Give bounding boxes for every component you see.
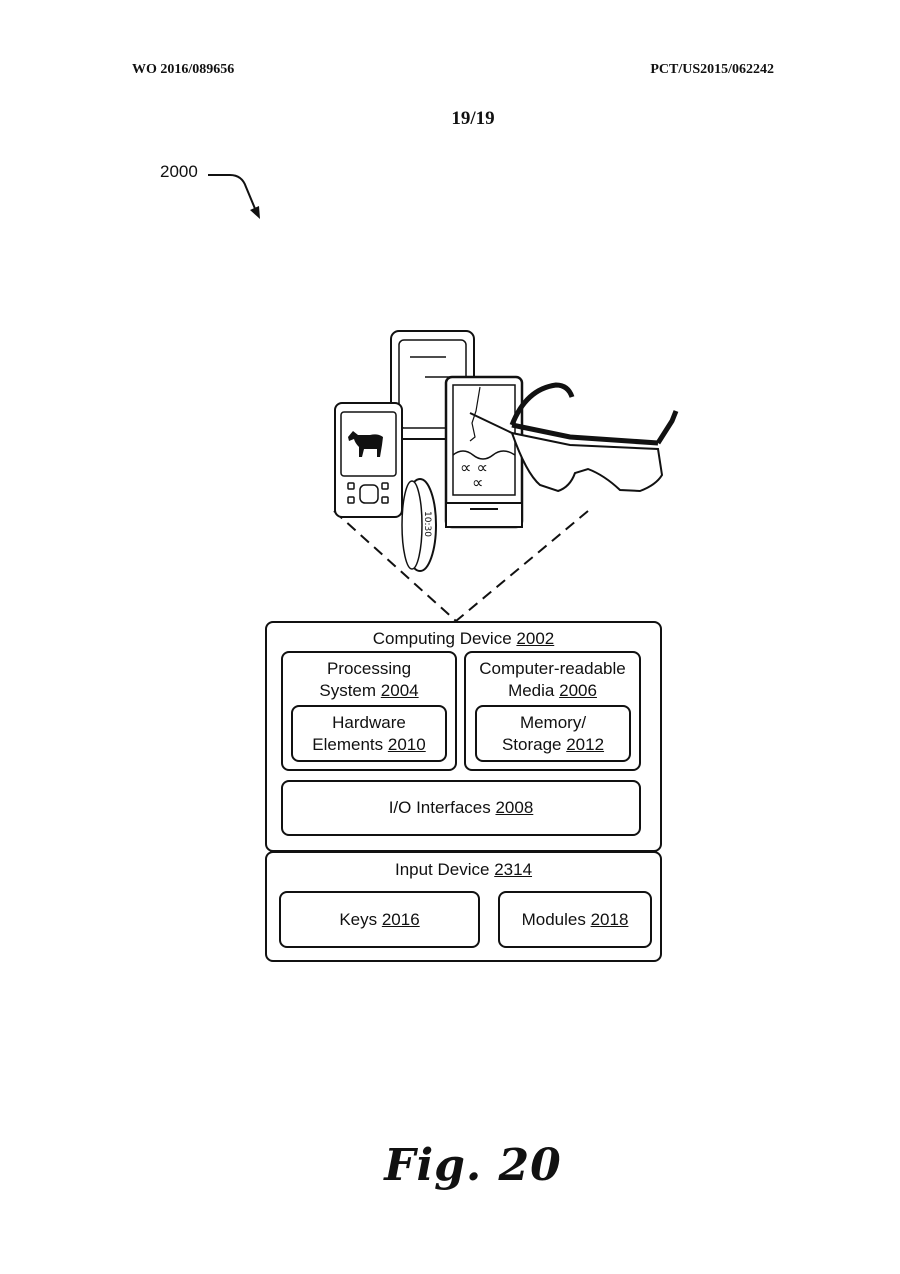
phone-icon — [334, 402, 403, 518]
modules-box: Modules 2018 — [498, 891, 652, 948]
memory-storage-line1: Memory/ — [519, 713, 587, 732]
keys-box: Keys 2016 — [279, 891, 480, 948]
processing-system-line1: Processing — [326, 659, 412, 678]
hardware-elements-line2: Elements 2010 — [312, 735, 426, 754]
hardware-elements-line1: Hardware — [332, 713, 406, 732]
smart-glasses-icon — [469, 382, 679, 493]
svg-text:∝: ∝ — [472, 473, 483, 492]
application-number: PCT/US2015/062242 — [650, 62, 774, 77]
svg-text:∝ ∝: ∝ ∝ — [460, 458, 488, 477]
reference-arrow-icon — [208, 174, 260, 219]
smartphone-icon: ∝ ∝ ∝ — [444, 375, 524, 529]
band-time-text: 10:30 — [422, 511, 432, 537]
modules-label: Modules 2018 — [521, 909, 629, 929]
input-device-title: Input Device 2314 — [394, 860, 533, 879]
memory-storage-box: Memory/ Storage 2012 — [475, 705, 631, 762]
io-interfaces-box: I/O Interfaces 2008 — [281, 780, 641, 836]
io-interfaces-label: I/O Interfaces 2008 — [388, 798, 534, 817]
crm-line1: Computer-readable — [479, 659, 626, 678]
computing-device-title: Computing Device 2002 — [372, 629, 555, 648]
page-number: 19/19 — [451, 108, 495, 129]
devices-illustration: ∝ ∝ ∝ 10:30 — [333, 330, 679, 622]
hardware-elements-box: Hardware Elements 2010 — [291, 705, 447, 762]
processing-system-line2: System 2004 — [319, 681, 419, 700]
figure-reference-label: 2000 — [160, 162, 198, 181]
wearable-band-icon: 10:30 — [401, 478, 437, 572]
publication-number: WO 2016/089656 — [132, 62, 235, 77]
keys-label: Keys 2016 — [339, 909, 420, 929]
figure-caption: Fig. 20 — [384, 1140, 562, 1191]
crm-line2: Media 2006 — [508, 681, 597, 700]
memory-storage-line2: Storage 2012 — [501, 735, 605, 754]
